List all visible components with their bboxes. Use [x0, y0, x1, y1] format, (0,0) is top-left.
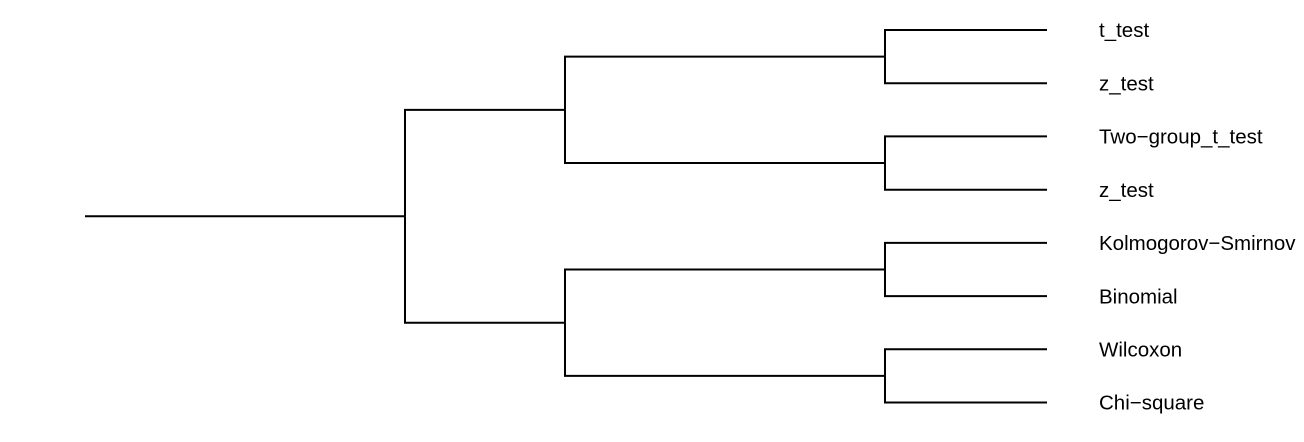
- leaf-label: t_test: [1099, 19, 1149, 42]
- leaf-label: Two−group_t_test: [1099, 126, 1263, 149]
- leaf-label: z_test: [1099, 72, 1154, 95]
- dendrogram-edge: [884, 163, 1047, 191]
- dendrogram-edge: [564, 268, 885, 323]
- dendrogram-edge: [884, 348, 1047, 376]
- leaf-label: Wilcoxon: [1099, 338, 1182, 361]
- leaf-label: Kolmogorov−Smirnov: [1099, 232, 1296, 255]
- dendrogram-edge: [564, 322, 885, 377]
- dendrogram-edge: [884, 269, 1047, 298]
- dendrogram-edge: [404, 108, 565, 217]
- dendrogram-edge: [884, 56, 1047, 85]
- leaf-label: Chi−square: [1099, 392, 1204, 415]
- dendrogram-edge: [884, 135, 1047, 164]
- dendrogram-edge: [884, 29, 1047, 57]
- leaf-label: Binomial: [1099, 285, 1178, 308]
- dendrogram-edge: [884, 241, 1047, 270]
- leaf-label: z_test: [1099, 179, 1154, 202]
- dendrogram-edge: [564, 55, 885, 110]
- dendrogram-edge: [884, 375, 1047, 404]
- dendrogram-edge: [404, 216, 565, 324]
- dendrogram-edge: [564, 109, 885, 165]
